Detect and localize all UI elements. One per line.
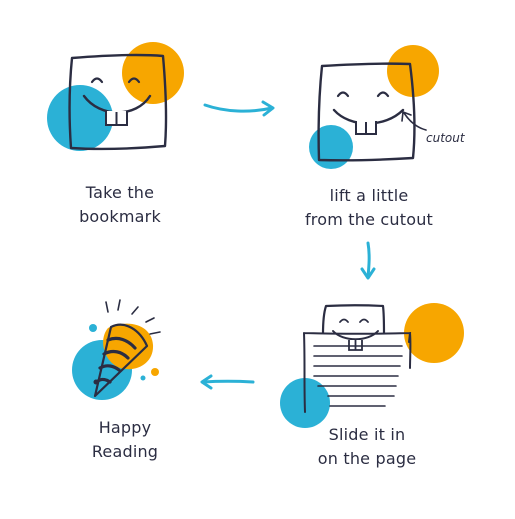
step1-caption-line1: Take the [85,183,155,202]
step3-page-icon [280,303,464,428]
cutout-pointer-head [401,110,412,122]
cutout-pointer [403,112,427,131]
popper-cone [93,323,149,398]
teeth [105,111,128,126]
step2-bookmark-icon: cutout [309,45,466,169]
step2-caption-line1: lift a little [329,186,409,205]
step2-caption: lift a little from the cutout [284,184,454,232]
burst-lines [105,299,161,335]
right-eye [359,318,369,323]
confetti-dot [89,324,97,332]
teeth [355,121,377,135]
right-eye [376,91,390,98]
page-outline [303,331,412,413]
step3-caption-line2: on the page [317,449,417,468]
right-eye [127,77,141,84]
step2-caption-line2: from the cutout [304,210,434,229]
step4-caption-line2: Reading [91,442,159,461]
left-eye [90,77,104,84]
left-eye [339,318,349,323]
step4-party-popper-icon [72,299,161,400]
step1-bookmark-icon [47,42,184,151]
step1-caption: Take the bookmark [35,181,205,229]
bookmark-outline [317,62,416,162]
cutout-annotation: cutout [426,131,466,145]
teeth [348,340,363,351]
step4-caption-line1: Happy [98,418,152,437]
step1-caption-line2: bookmark [79,207,161,226]
left-eye [336,91,350,98]
orange-dot [387,45,439,97]
step3-caption-line1: Slide it in [328,425,406,444]
bookmark-outline [68,53,168,151]
arrow-right [203,100,275,117]
popper-stripes [96,336,137,384]
orange-dot [404,303,464,363]
arrow-left [200,374,255,390]
confetti-dot [140,375,146,381]
blue-dot [47,85,113,151]
arrow-down [360,241,376,280]
confetti-dot [151,368,159,376]
step3-caption: Slide it in on the page [282,423,452,471]
step4-caption: Happy Reading [40,416,210,464]
bookmark-top [321,304,386,335]
page-text-lines [313,345,403,407]
blue-dot [309,125,353,169]
orange-dot [122,42,184,104]
